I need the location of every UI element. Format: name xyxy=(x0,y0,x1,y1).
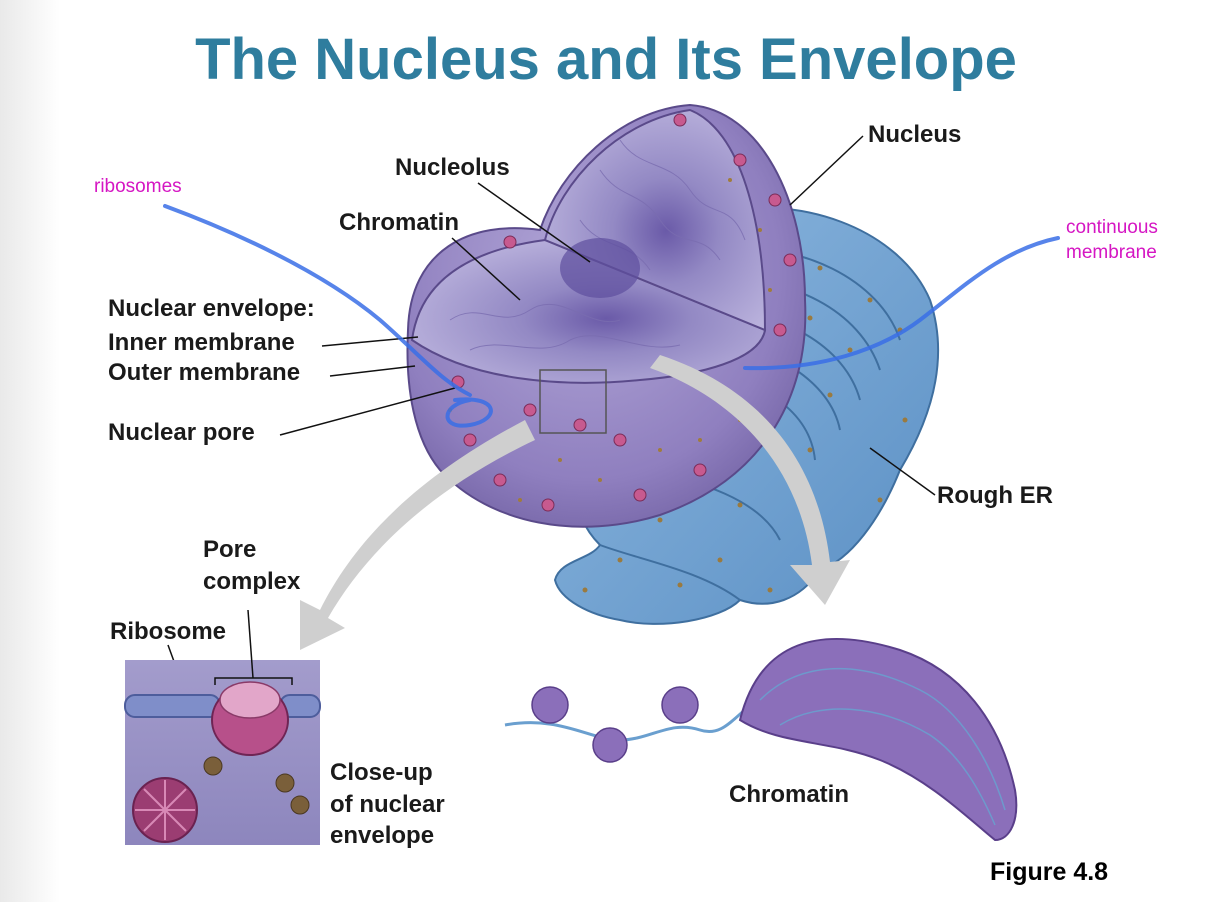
chromatin-fiber xyxy=(504,638,1018,842)
label-ribosome: Ribosome xyxy=(110,618,227,645)
label-chromatin-bottom: Chromatin xyxy=(729,781,849,808)
closeup-region-box xyxy=(539,369,607,434)
annotation-ribosomes: ribosomes xyxy=(94,176,182,197)
label-nuclear-pore: Nuclear pore xyxy=(108,419,255,446)
nucleolus-shape xyxy=(560,238,640,298)
label-pore-line1: Pore xyxy=(203,536,257,563)
annotation-membrane: membrane xyxy=(1066,242,1157,263)
leader-nucleolus xyxy=(477,182,591,263)
arrow-to-closeup xyxy=(300,420,535,650)
label-closeup-line2: of nuclear xyxy=(330,791,445,818)
continuous-membrane-stroke xyxy=(743,236,1060,371)
label-nuclear-envelope: Nuclear envelope: xyxy=(108,295,315,322)
arrow-to-chromatin xyxy=(650,355,850,605)
label-closeup-line3: envelope xyxy=(330,822,435,849)
label-nucleolus: Nucleolus xyxy=(395,154,510,181)
leader-chromatin xyxy=(451,237,521,301)
page-edge-shade xyxy=(0,0,60,902)
leader-nucleus xyxy=(789,135,864,206)
leader-nuclear-pore xyxy=(279,387,456,436)
ribosomes-annotation-stroke xyxy=(163,204,472,397)
label-pore-line2: complex xyxy=(203,568,301,595)
annotation-continuous: continuous xyxy=(1066,217,1158,238)
label-closeup-line1: Close-up xyxy=(330,759,433,786)
label-inner-membrane: Inner membrane xyxy=(108,329,295,356)
nucleus-sphere xyxy=(406,103,807,528)
figure-label: Figure 4.8 xyxy=(990,858,1109,886)
leader-outer-membrane xyxy=(329,365,416,377)
label-outer-membrane: Outer membrane xyxy=(108,359,301,386)
label-rough-er: Rough ER xyxy=(937,482,1053,509)
ribosomes-circle-stroke xyxy=(445,397,493,428)
closeup-inset xyxy=(124,609,321,845)
page-title: The Nucleus and Its Envelope xyxy=(195,27,1017,92)
leader-rough-er xyxy=(869,447,936,496)
label-nucleus: Nucleus xyxy=(868,121,962,148)
label-chromatin-top: Chromatin xyxy=(339,209,459,236)
